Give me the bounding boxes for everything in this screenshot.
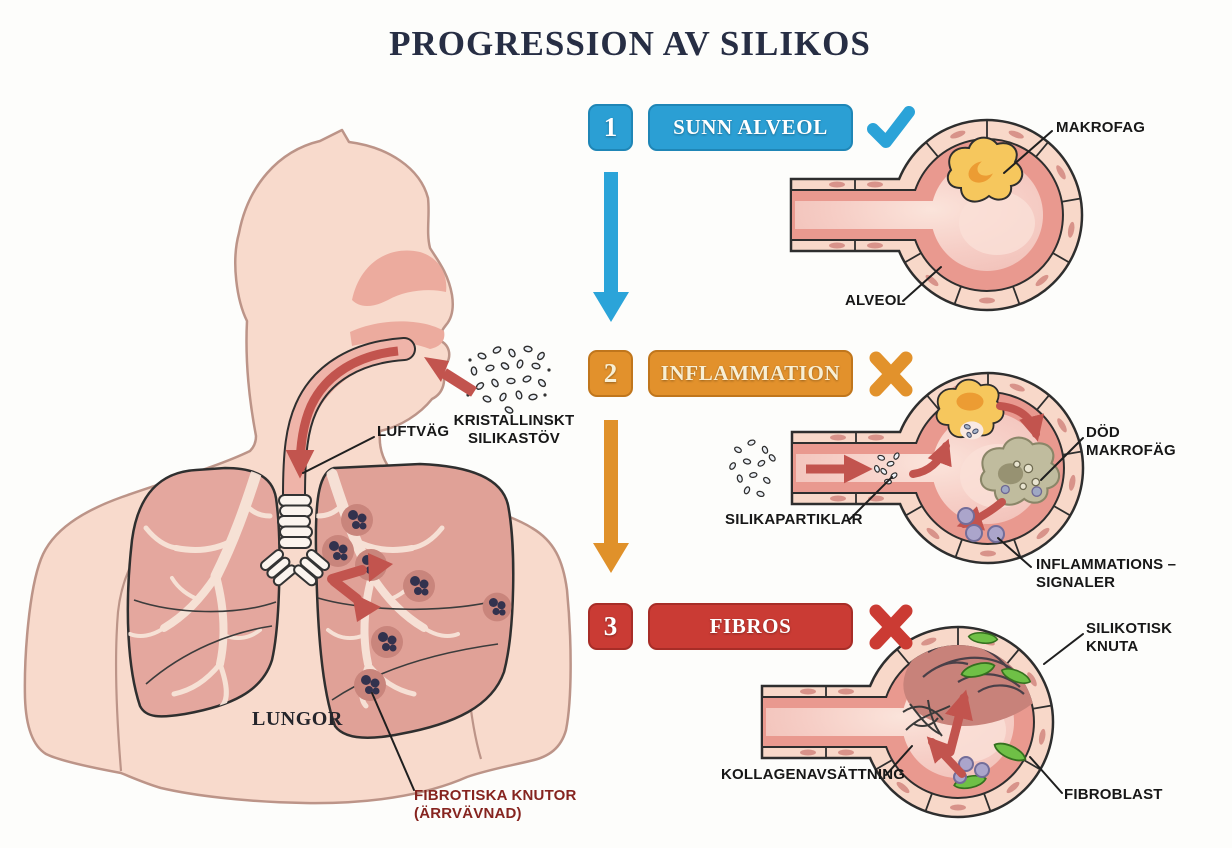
dust-cloud: [466, 345, 551, 415]
stage-2-number: 2: [588, 349, 633, 397]
left-lung: [126, 466, 281, 718]
arrow-to-collagen: [926, 736, 966, 778]
inflammation-signal-dots: [957, 507, 1005, 543]
airway-tube: [282, 337, 416, 508]
leader-luftvag: [302, 436, 375, 474]
inhalation-arrow: [285, 346, 399, 479]
stage-1-number: 1: [588, 103, 633, 151]
label-makrofag: MAKROFAG: [1056, 119, 1146, 136]
label-lungor: LUNGOR: [252, 708, 343, 730]
cross-icon-orange: [863, 345, 919, 401]
label-kollagenavsattning: KOLLAGENAVSÄTTNING: [721, 766, 906, 783]
leader-lines: [302, 130, 1084, 794]
silica-particles-outside: [727, 438, 777, 498]
flow-arrow-blue: [593, 172, 629, 322]
leader-fibrotiska: [371, 692, 415, 791]
label-silikapartiklar: SILIKAPARTIKLAR: [725, 511, 863, 528]
label-dod-makrofag: DÖD MAKROFÄG: [1086, 424, 1176, 459]
stage-row-3: 3 FIBROS: [588, 598, 919, 654]
stage-row-2: 2 INFLAMMATION: [588, 345, 919, 401]
stage-3-number: 3: [588, 602, 633, 650]
label-alveol: ALVEOL: [845, 292, 906, 309]
dead-macrophage: [979, 436, 1061, 506]
leader-fibroblast: [1029, 756, 1063, 794]
leader-makrofag: [1003, 130, 1053, 174]
split-arrow-into-lung: [327, 553, 393, 622]
label-luftvag: LUFTVÄG: [377, 423, 450, 440]
label-inflammationssignaler: INFLAMMATIONS – SIGNALER: [1036, 556, 1177, 591]
stage-3-bar: FIBROS: [648, 602, 853, 650]
trachea: [259, 494, 331, 587]
stage-row-1: 1 SUNN ALVEOL: [588, 99, 919, 155]
leader-kollagen: [885, 745, 913, 776]
signal-dots: [953, 756, 990, 784]
alveolus-healthy: [789, 118, 1084, 312]
label-fibroblast: FIBROBLAST: [1064, 786, 1163, 803]
cross-icon-red: [863, 598, 919, 654]
arrow-to-macrophage: [909, 438, 952, 478]
alveolus-fibrosis: [760, 625, 1055, 819]
leader-silikotisk-knuta: [1043, 633, 1084, 665]
leader-dod-makrofag: [1040, 437, 1084, 481]
flow-arrow-orange: [593, 420, 629, 573]
page-title: PROGRESSION AV SILIKOS: [389, 24, 871, 63]
leader-silikapartiklar: [849, 476, 893, 520]
label-kristallinskt-silikastov: KRISTALLINSKT SILIKASTÖV: [453, 412, 575, 447]
macrophage: [946, 136, 1024, 203]
leader-alveol: [902, 266, 942, 302]
stage-1-bar: SUNN ALVEOL: [648, 103, 853, 151]
right-lung-with-nodules: [314, 462, 515, 740]
label-silikotisk-knuta: SILIKOTISK KNUTA: [1086, 620, 1173, 655]
human-body-figure: [23, 128, 572, 805]
check-icon: [863, 99, 919, 155]
alveolus-inflammation: [727, 371, 1085, 565]
collagen-deposit-scribble: [902, 699, 951, 737]
dust-inhale-arrow: [424, 357, 477, 397]
arrow-to-dead-macrophage: [996, 402, 1045, 442]
stage-2-bar: INFLAMMATION: [648, 349, 853, 397]
label-fibrotiska-knutor: FIBROTISKA KNUTOR (ÄRRVÄVNAD): [414, 787, 577, 822]
leader-inflammationssignaler: [997, 537, 1032, 568]
macrophage-engulfing: [935, 378, 1005, 440]
